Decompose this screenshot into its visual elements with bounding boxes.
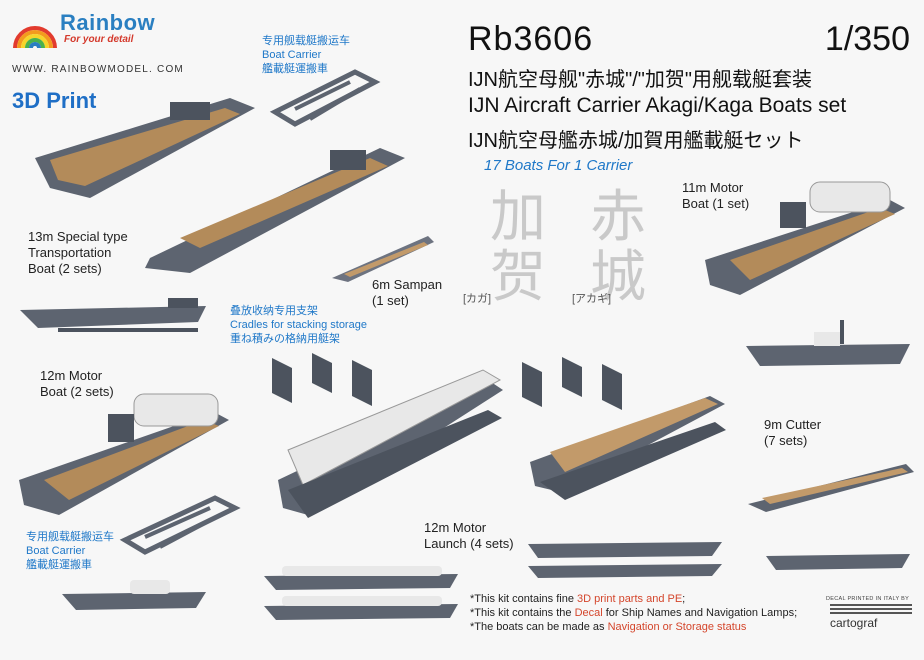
cutter-side-render-single (766, 554, 910, 570)
brand-tagline: For your detail (64, 34, 134, 45)
akagi-calligraphy: 赤城 (590, 188, 650, 308)
note-line-2: *This kit contains the Decal for Ship Na… (470, 606, 797, 620)
label-line: 12m Motor (424, 520, 487, 535)
label-line: Boat (1 set) (682, 196, 750, 211)
motor-boat-11m-side-render (746, 320, 910, 366)
label-line: 专用舰载艇搬运车 (26, 531, 114, 543)
kaga-calligraphy: 加贺 (490, 188, 550, 308)
akagi-text: 赤城 (590, 185, 646, 310)
boat-carrier-label-bottom: 专用舰载艇搬运车 Boat Carrier 艦載艇運搬車 (26, 530, 114, 572)
cradles-render-right (522, 357, 622, 410)
subtitle: 17 Boats For 1 Carrier (484, 157, 633, 174)
note-text: *This kit contains the (470, 607, 575, 619)
label-line: 叠放收纳专用支架 (230, 305, 318, 317)
label-line: Boat (2 sets) (28, 261, 102, 276)
note-line-1: *This kit contains fine 3D print parts a… (470, 592, 797, 606)
cutter-render (748, 464, 914, 512)
motor-boat-12m-render (19, 393, 229, 515)
label-line: Boat Carrier (26, 545, 86, 557)
label-line: 艦載艇運搬車 (262, 63, 328, 75)
kaga-text: 加贺 (490, 185, 546, 310)
cutter-render-stack (530, 396, 726, 500)
label-line: (1 set) (372, 293, 409, 308)
label-line: Launch (4 sets) (424, 536, 514, 551)
boat-carrier-label-top: 专用舰载艇搬运车 Boat Carrier 艦載艇運搬車 (262, 34, 350, 76)
label-line: 13m Special type (28, 229, 128, 244)
label-line: 9m Cutter (764, 417, 822, 432)
special-boat-side-render (20, 298, 206, 332)
special-boat-render-2 (145, 148, 405, 273)
motor-launch-label: 12m Motor Launch (4 sets) (424, 520, 514, 552)
note-text: *This kit contains fine (470, 593, 577, 605)
note-highlight: Navigation or Storage status (607, 621, 747, 633)
label-line: Boat Carrier (262, 49, 322, 61)
note-line-3: *The boats can be made as Navigation or … (470, 620, 797, 634)
sampan-label: 6m Sampan (1 set) (372, 277, 442, 309)
motor-boat-12m-label: 12m Motor Boat (2 sets) (40, 368, 114, 400)
label-line: Boat (2 sets) (40, 384, 114, 399)
cradles-label: 叠放收纳专用支架 Cradles for stacking storage 重ね… (230, 304, 367, 346)
title-japanese: IJN航空母艦赤城/加賀用艦載艇セット (468, 130, 804, 152)
akagi-kana: [アカギ] (572, 293, 612, 305)
cartograf-logo-icon (830, 604, 912, 614)
special-boat-label: 13m Special type Transportation Boat (2 … (28, 229, 128, 277)
note-text: for Ship Names and Navigation Lamps; (602, 607, 798, 619)
boat-carrier-render-bottom (119, 495, 241, 555)
label-line: 6m Sampan (372, 277, 443, 292)
sampan-render (332, 236, 434, 282)
print-badge: 3D Print (12, 88, 97, 113)
product-scale: 1/350 (824, 20, 910, 58)
brand-name: Rainbow (60, 10, 156, 35)
cradles-render-left (272, 353, 372, 406)
decal-printer-note: DECAL PRINTED IN ITALY BY (826, 596, 910, 602)
label-line: (7 sets) (764, 433, 808, 448)
label-line: 12m Motor (40, 368, 103, 383)
rainbow-logo-icon (13, 26, 57, 49)
label-line: 11m Motor (682, 180, 744, 195)
kaga-kana: [カガ] (463, 293, 492, 305)
product-code: Rb3606 (468, 20, 594, 58)
label-line: 艦載艇運搬車 (26, 559, 92, 571)
label-line: 重ね積みの格納用艇架 (230, 333, 340, 345)
boat-carrier-render-top (269, 69, 381, 127)
motor-boat-11m-label: 11m Motor Boat (1 set) (682, 180, 749, 212)
note-text: *The boats can be made as (470, 621, 608, 633)
title-chinese: IJN航空母舰"赤城"/"加贺"用舰载艇套装 (468, 69, 812, 91)
brand-url: WWW. RAINBOWMODEL. COM (12, 64, 184, 75)
motor-boat-12m-side-render (62, 580, 206, 610)
note-highlight: Decal (574, 607, 603, 619)
title-english: IJN Aircraft Carrier Akagi/Kaga Boats se… (468, 94, 847, 117)
label-line: Cradles for stacking storage (230, 319, 367, 331)
motor-launch-side-render (264, 566, 458, 620)
note-highlight: 3D print parts and PE (577, 593, 683, 605)
cutter-side-render (528, 542, 722, 578)
label-line: Transportation (28, 245, 112, 260)
special-boat-render-1 (35, 98, 255, 198)
kit-notes: *This kit contains fine 3D print parts a… (470, 592, 797, 634)
motor-boat-11m-render (705, 181, 905, 295)
label-line: 专用舰载艇搬运车 (262, 35, 350, 47)
cutter-label: 9m Cutter (7 sets) (764, 417, 821, 449)
motor-launch-render (278, 369, 503, 518)
note-text: ; (682, 593, 686, 605)
decal-maker: cartograf (830, 616, 878, 630)
